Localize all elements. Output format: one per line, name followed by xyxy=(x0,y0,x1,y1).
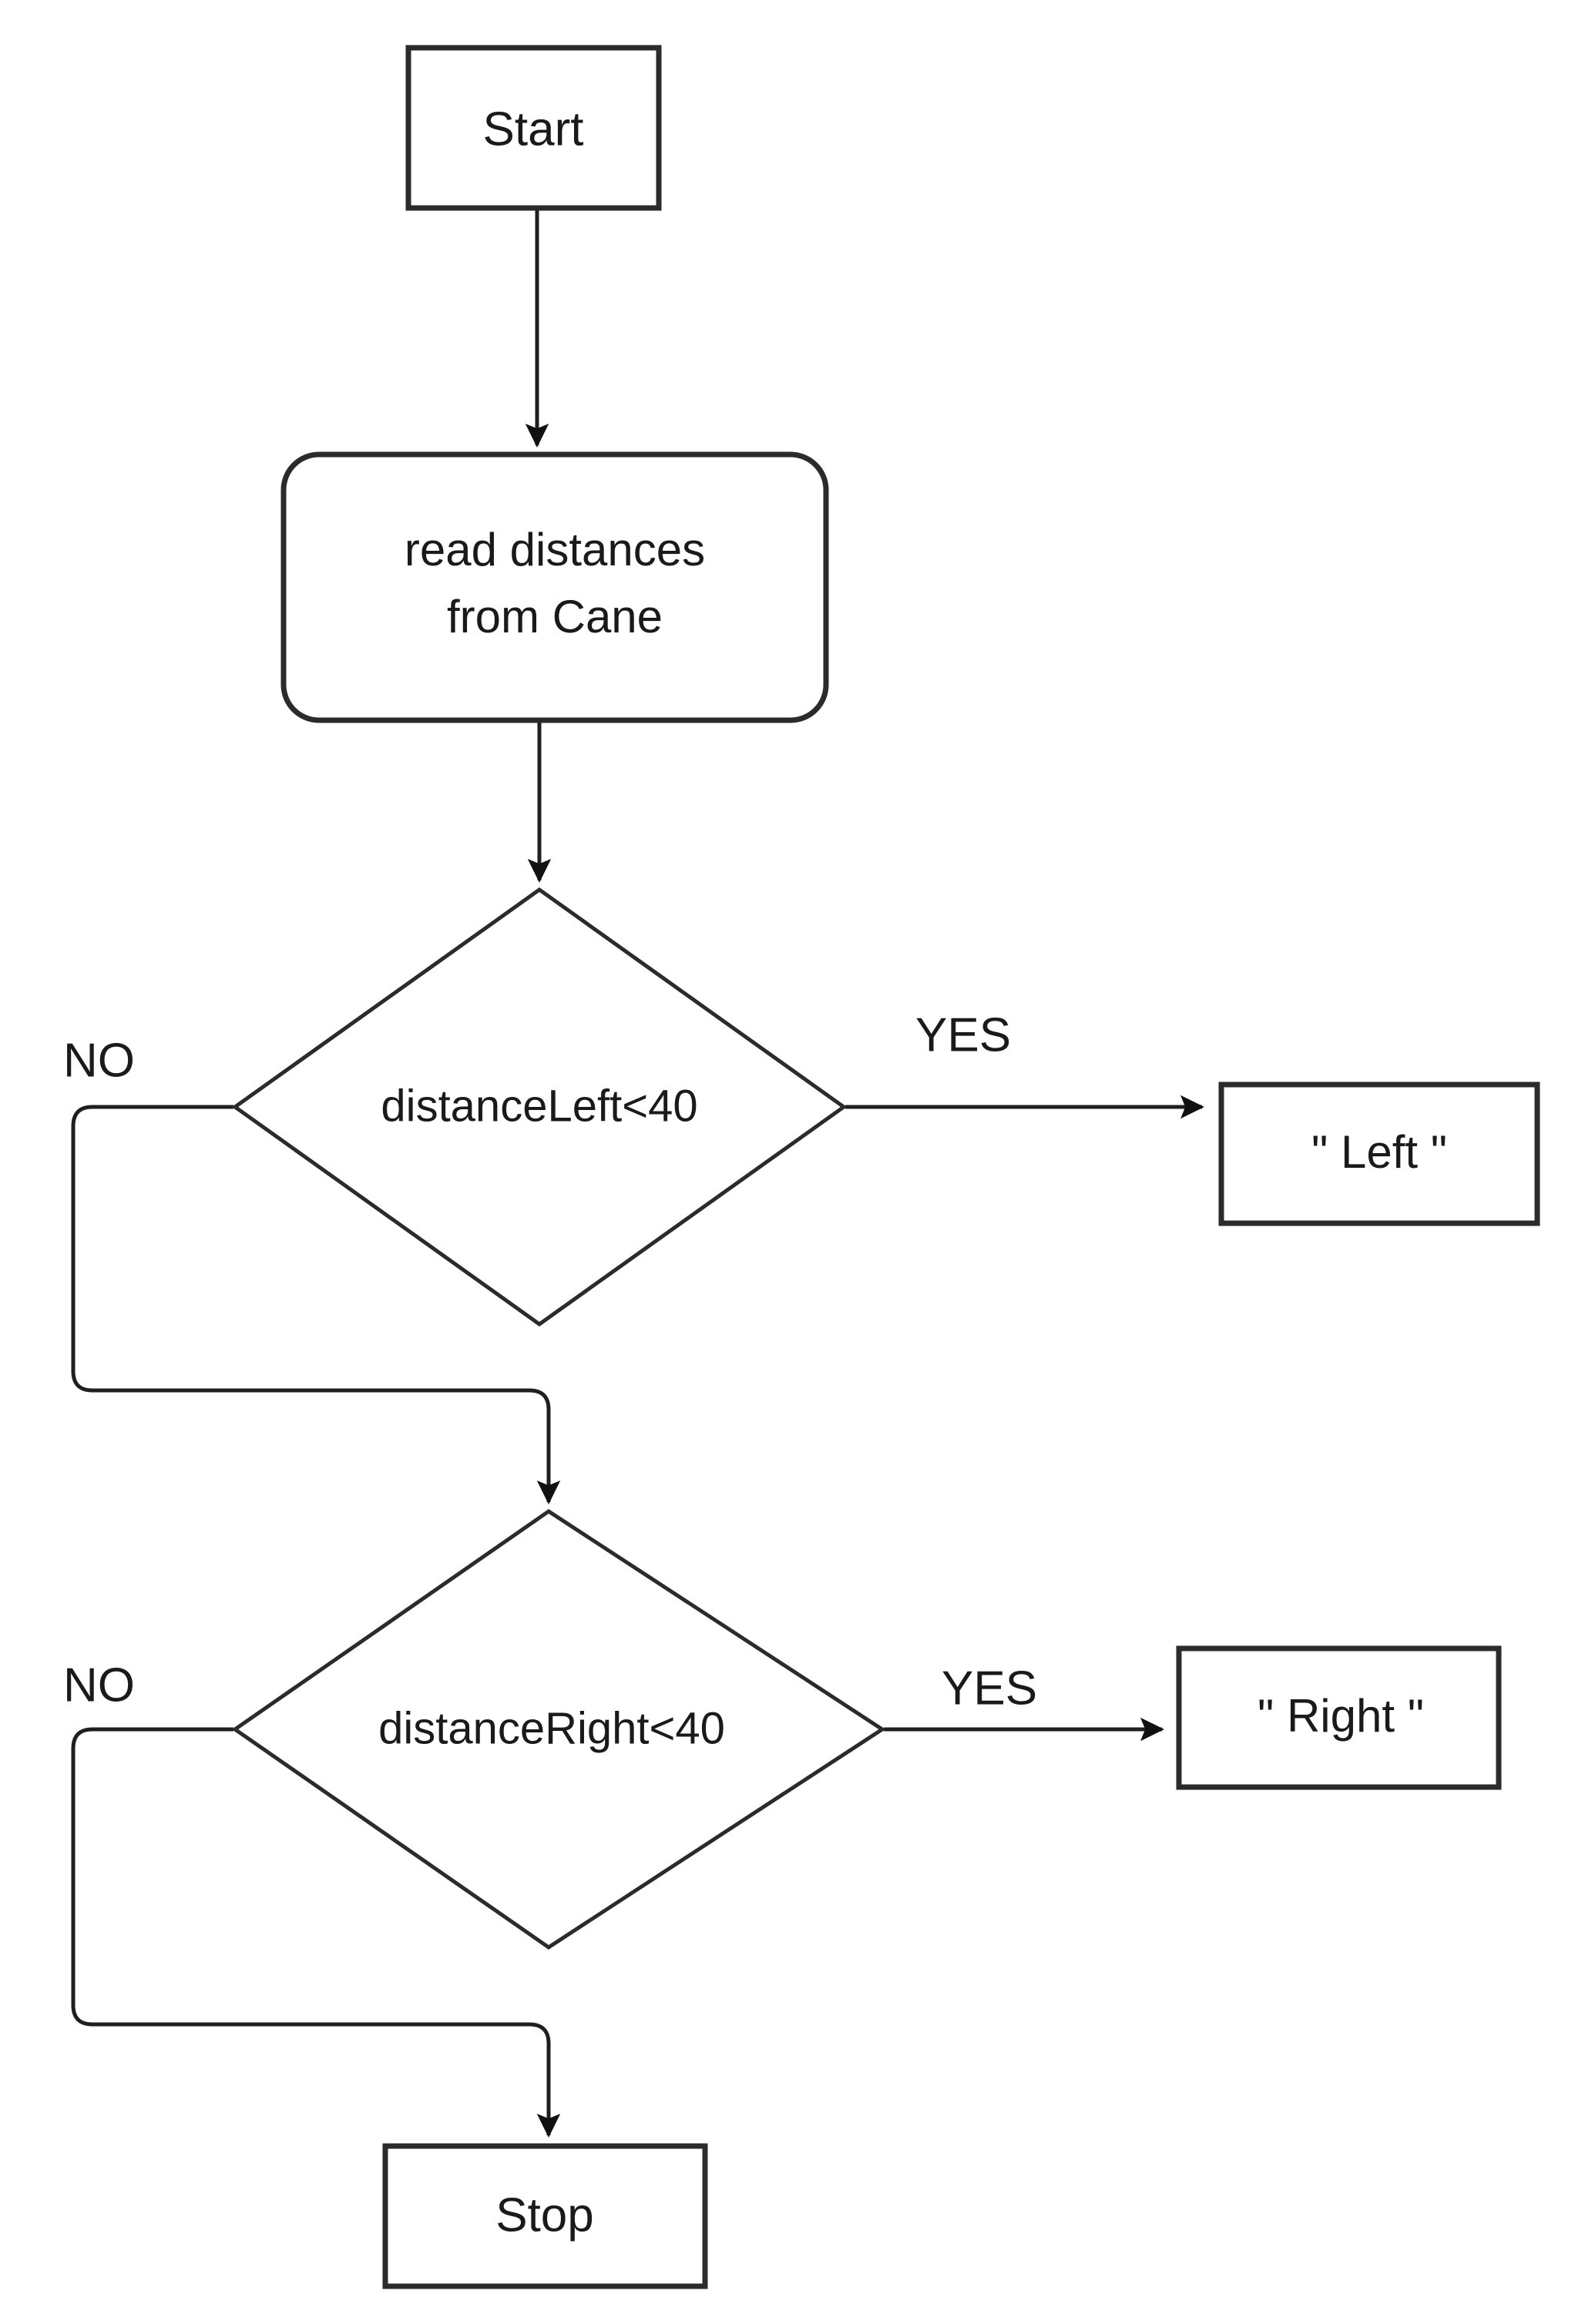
output-left-label: " Left " xyxy=(1311,1126,1447,1178)
decision-right-label: distanceRight<40 xyxy=(378,1703,725,1753)
decision-left-label: distanceLeft<40 xyxy=(381,1081,697,1131)
node-read-distances[interactable]: read distances from Cane xyxy=(280,451,829,723)
node-stop[interactable]: Stop xyxy=(382,2143,708,2289)
node-output-left[interactable]: " Left " xyxy=(1218,1082,1540,1226)
output-right-box[interactable] xyxy=(1176,1645,1502,1790)
read-distances-box[interactable] xyxy=(280,451,829,723)
output-left-box[interactable] xyxy=(1218,1082,1540,1226)
read-distances-label-line1: read distances xyxy=(405,524,705,575)
read-distances-label-line2: from Cane xyxy=(447,591,663,642)
decision-right-diamond[interactable] xyxy=(231,1508,886,1950)
start-box[interactable] xyxy=(405,45,662,211)
node-output-right[interactable]: " Right " xyxy=(1176,1645,1502,1790)
connector-decision-left-no xyxy=(71,1105,561,1505)
edge-label-no-left: NO xyxy=(63,1034,135,1087)
output-right-label: " Right " xyxy=(1258,1690,1424,1742)
node-decision-distance-right[interactable]: distanceRight<40 xyxy=(231,1508,886,1950)
stop-label: Stop xyxy=(495,2188,594,2242)
decision-left-diamond[interactable] xyxy=(231,887,848,1327)
edge-label-yes-right: YES xyxy=(942,1662,1037,1715)
connector-decision-right-no xyxy=(71,1727,561,2138)
edge-label-no-right: NO xyxy=(63,1658,135,1712)
stop-box[interactable] xyxy=(382,2143,708,2289)
edge-label-yes-left: YES xyxy=(915,1008,1011,1061)
node-decision-distance-left[interactable]: distanceLeft<40 xyxy=(231,887,848,1327)
start-label: Start xyxy=(483,102,584,156)
node-start[interactable]: Start xyxy=(405,45,662,211)
